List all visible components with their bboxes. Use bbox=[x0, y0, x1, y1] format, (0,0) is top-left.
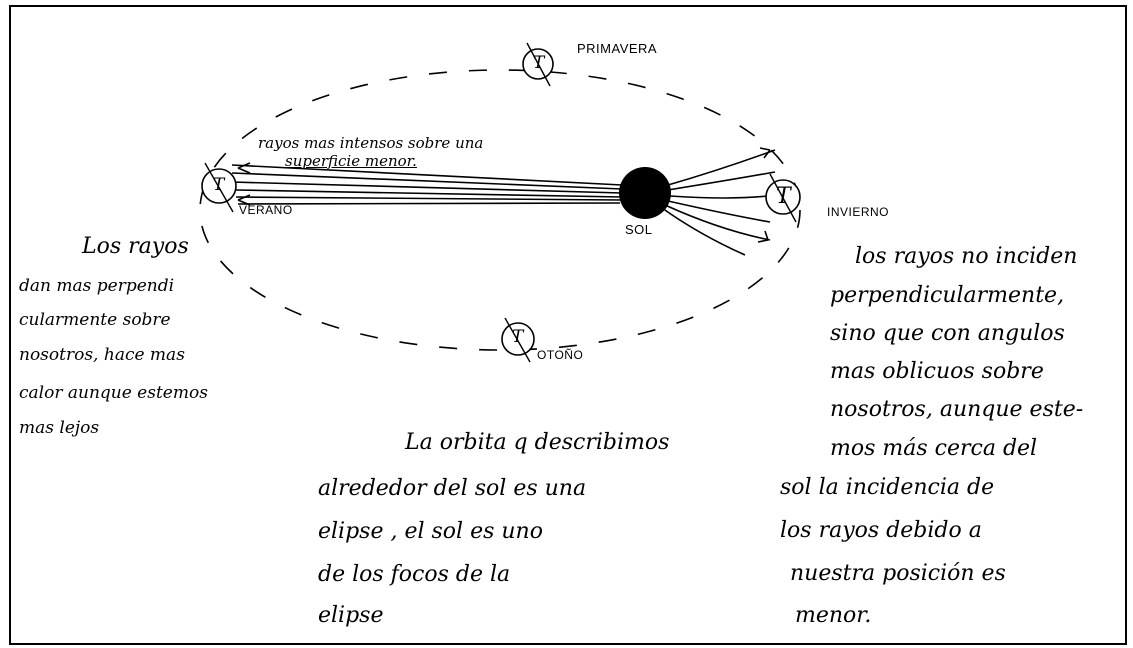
earth-winter bbox=[765, 173, 801, 223]
rays-note-line-2: superficie menor. bbox=[285, 152, 417, 170]
right-note-line: los rayos debido a bbox=[780, 518, 982, 543]
center-note-line: elipse bbox=[318, 603, 384, 628]
right-note-line: perpendicularmente, bbox=[830, 283, 1065, 308]
earth-spring-symbol: T bbox=[533, 53, 545, 73]
right-note-line: sol la incidencia de bbox=[780, 475, 995, 500]
right-note-line: mas oblicuos sobre bbox=[830, 359, 1044, 384]
left-note-line: mas lejos bbox=[19, 418, 100, 438]
figure-frame bbox=[9, 5, 1127, 645]
earth-summer-symbol: T bbox=[213, 175, 225, 195]
label-spring: PRIMAVERA bbox=[577, 41, 658, 56]
left-note-line: dan mas perpendi bbox=[19, 276, 175, 296]
earth-autumn bbox=[501, 317, 535, 363]
center-note-line: alrededor del sol es una bbox=[318, 476, 587, 501]
earth-spring bbox=[522, 42, 554, 87]
summer-rays bbox=[231, 162, 623, 206]
right-note-line: menor. bbox=[795, 603, 872, 628]
label-winter: INVIERNO bbox=[827, 205, 890, 219]
center-note-line: de los focos de la bbox=[318, 562, 511, 587]
right-note-line: los rayos no inciden bbox=[855, 244, 1078, 269]
right-note-line: sino que con angulos bbox=[830, 321, 1065, 346]
left-note-line: cularmente sobre bbox=[19, 310, 171, 330]
left-note-line: nosotros, hace mas bbox=[19, 345, 185, 365]
center-note-line: elipse , el sol es uno bbox=[318, 519, 543, 544]
orbit-ellipse bbox=[199, 69, 801, 351]
rays-note-line-1: rayos mas intensos sobre una bbox=[258, 134, 484, 152]
right-note-line: nuestra posición es bbox=[790, 561, 1006, 586]
winter-rays bbox=[661, 147, 776, 256]
earth-winter-symbol: T bbox=[776, 184, 791, 209]
left-note-line: calor aunque estemos bbox=[19, 383, 208, 403]
right-note-line: mos más cerca del bbox=[830, 436, 1038, 461]
right-note-line: nosotros, aunque este- bbox=[830, 397, 1084, 422]
left-note-line: Los rayos bbox=[82, 234, 189, 259]
label-sun: SOL bbox=[625, 222, 653, 237]
center-note-line: La orbita q describimos bbox=[405, 430, 670, 455]
earth-summer bbox=[201, 162, 237, 213]
label-summer: VERANO bbox=[239, 203, 293, 217]
label-autumn: OTOÑO bbox=[537, 348, 584, 362]
sun bbox=[619, 167, 671, 219]
earth-autumn-symbol: T bbox=[512, 327, 524, 347]
